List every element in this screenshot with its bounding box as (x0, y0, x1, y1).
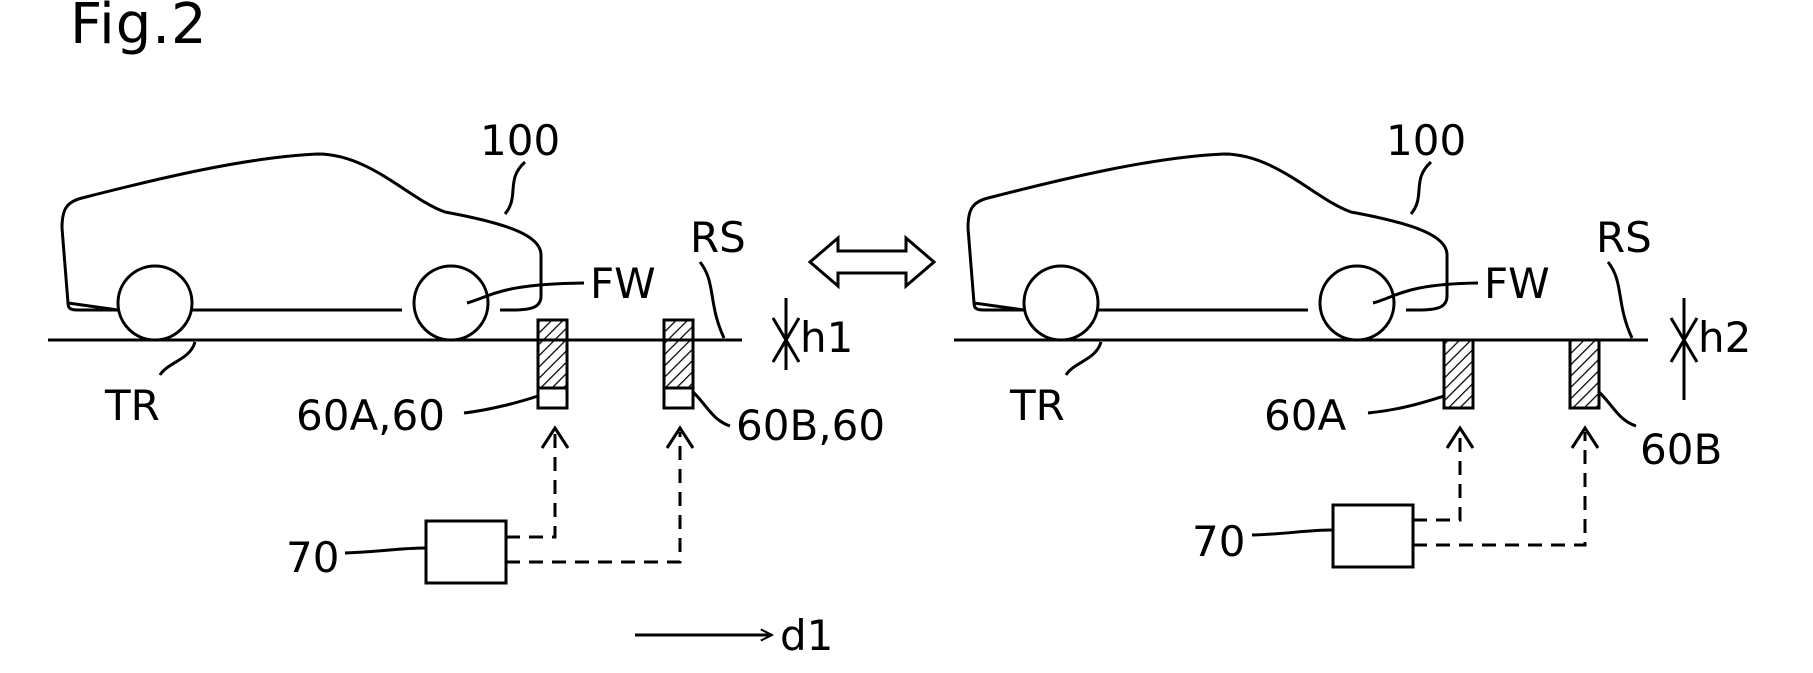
left-vehicle-body (62, 154, 541, 310)
right-wheel-label: FW (1484, 259, 1550, 308)
left-controller-70 (426, 521, 506, 583)
left-control-line-b (506, 432, 680, 562)
right-actuator-b-label: 60B (1640, 425, 1722, 474)
left-tr-leader (160, 342, 195, 375)
left-60b-leader (693, 392, 730, 426)
transition-double-arrow (810, 238, 934, 286)
left-vehicle-label: 100 (480, 116, 560, 165)
left-height-label: h1 (800, 313, 853, 362)
right-height-label: h2 (1698, 313, 1751, 362)
right-60b-leader (1599, 392, 1636, 426)
left-actuator-a-label: 60A,60 (296, 391, 445, 440)
right-70-leader (1252, 530, 1333, 535)
right-rear-wheel (1024, 266, 1098, 340)
left-tire-trace-label: TR (104, 381, 160, 430)
right-vehicle-label: 100 (1386, 116, 1466, 165)
left-road-surface-label: RS (690, 213, 746, 262)
right-vehicle-leader (1411, 162, 1431, 214)
left-vehicle-leader (505, 162, 525, 214)
left-rs-leader (700, 262, 724, 338)
direction-label: d1 (780, 611, 833, 660)
left-actuator-b-label: 60B,60 (736, 401, 885, 450)
right-road-surface-label: RS (1596, 213, 1652, 262)
left-rear-wheel (118, 266, 192, 340)
left-70-leader (345, 548, 426, 553)
right-actuator-60b (1570, 340, 1599, 408)
left-actuator-60b-hatched (664, 320, 693, 388)
left-60a-leader (464, 396, 538, 413)
left-control-line-a (506, 432, 555, 537)
right-tire-trace-label: TR (1009, 381, 1065, 430)
figure-title: Fig.2 (70, 0, 208, 57)
left-wheel-label: FW (590, 259, 656, 308)
right-rs-leader (1608, 262, 1632, 338)
right-actuator-a-label: 60A (1264, 391, 1346, 440)
right-actuator-60a (1444, 340, 1473, 408)
right-60a-leader (1368, 396, 1444, 413)
right-controller-label: 70 (1192, 517, 1245, 566)
right-front-wheel (1320, 266, 1394, 340)
right-vehicle-body (968, 154, 1447, 310)
left-front-wheel (414, 266, 488, 340)
left-actuator-60a-hatched (538, 320, 567, 388)
right-control-line-a (1413, 432, 1460, 520)
right-control-line-b (1413, 432, 1585, 545)
right-tr-leader (1066, 342, 1101, 375)
left-controller-label: 70 (286, 533, 339, 582)
right-controller-70 (1333, 505, 1413, 567)
